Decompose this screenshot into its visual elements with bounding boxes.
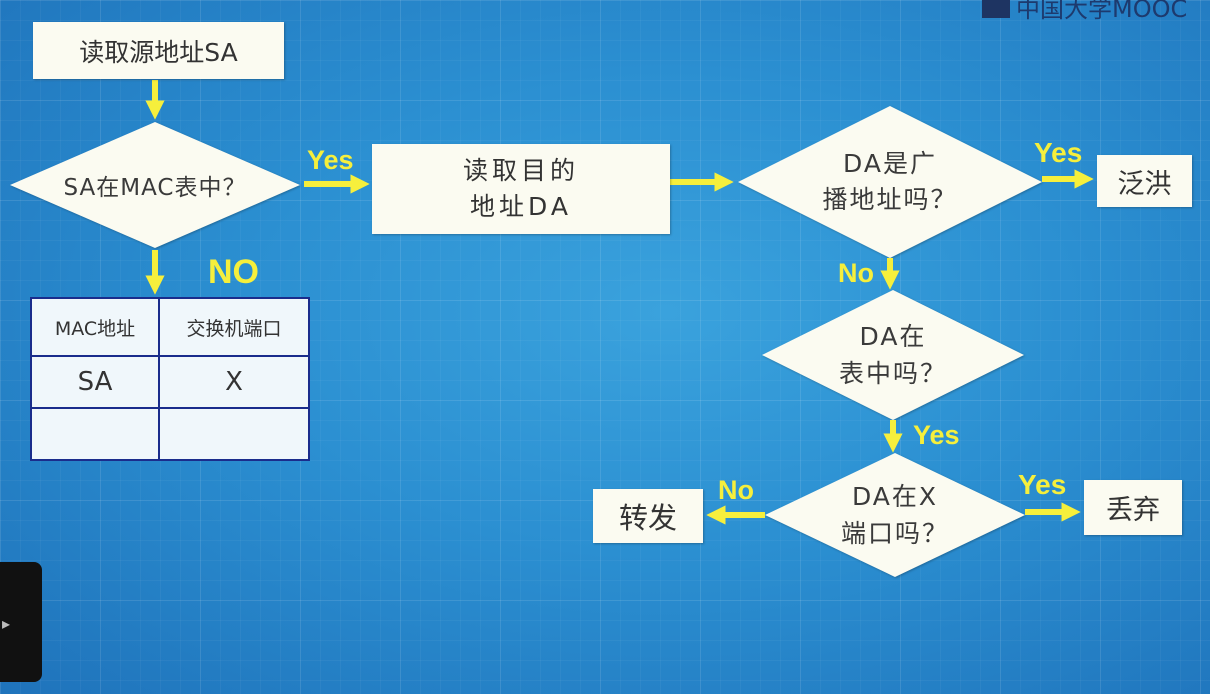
- step-discard: 丢弃: [1084, 480, 1182, 535]
- mooc-logo-icon: [982, 0, 1010, 18]
- decision-sa-in-table-label: SA在MAC表中？: [63, 175, 247, 201]
- step-read-sa-label: 读取源地址SA: [79, 37, 238, 67]
- step-forward: 转发: [593, 489, 703, 543]
- table-row: [30, 407, 310, 461]
- mac-table-header-mac: MAC地址: [30, 297, 160, 357]
- step-read-da-label: 读取目的 地址DA: [462, 155, 579, 221]
- decision-da-in-table-shape: [762, 290, 1024, 420]
- mac-table-cell-mac: SA: [30, 355, 160, 409]
- mac-table-header-row: MAC地址 交换机端口: [30, 297, 310, 357]
- edge-label-sa-yes: Yes: [307, 145, 354, 175]
- mooc-logo-text: 中国大学MOOC: [1016, 0, 1188, 23]
- decision-da-on-port-x-shape: [765, 453, 1025, 577]
- edge-label-sa-no: NO: [208, 253, 259, 291]
- mooc-logo: 中国大学MOOC: [982, 0, 1187, 23]
- step-discard-label: 丢弃: [1106, 495, 1160, 526]
- mac-table-cell-port: [158, 407, 310, 461]
- edge-label-port-x-no: No: [718, 475, 754, 505]
- step-flood-label: 泛洪: [1117, 168, 1172, 200]
- edge-label-broadcast-yes: Yes: [1034, 137, 1083, 168]
- mac-table-cell-port: X: [158, 355, 310, 409]
- mac-address-table: MAC地址 交换机端口 SA X: [30, 297, 310, 461]
- step-read-da: 读取目的 地址DA: [372, 144, 670, 234]
- decision-da-on-port-x-label: DA在X 端口吗？: [840, 481, 949, 549]
- decision-da-broadcast-shape: [738, 106, 1042, 258]
- decision-da-in-table-label: DA在 表中吗？: [838, 321, 947, 389]
- edge-label-broadcast-no: No: [838, 258, 874, 288]
- step-forward-label: 转发: [618, 501, 677, 535]
- step-flood: 泛洪: [1097, 155, 1192, 207]
- edge-label-port-x-yes: Yes: [1018, 469, 1067, 500]
- step-read-sa: 读取源地址SA: [33, 22, 284, 79]
- decision-sa-in-table-shape: [10, 122, 300, 248]
- edge-label-in-table-yes: Yes: [913, 420, 960, 450]
- side-panel-toggle[interactable]: ▸: [0, 562, 42, 682]
- chevron-right-icon: ▸: [2, 614, 11, 633]
- mac-table-header-port: 交换机端口: [158, 297, 310, 357]
- decision-da-broadcast-label: DA是广 播地址吗？: [822, 148, 958, 214]
- mac-table-cell-mac: [30, 407, 160, 461]
- table-row: SA X: [30, 355, 310, 409]
